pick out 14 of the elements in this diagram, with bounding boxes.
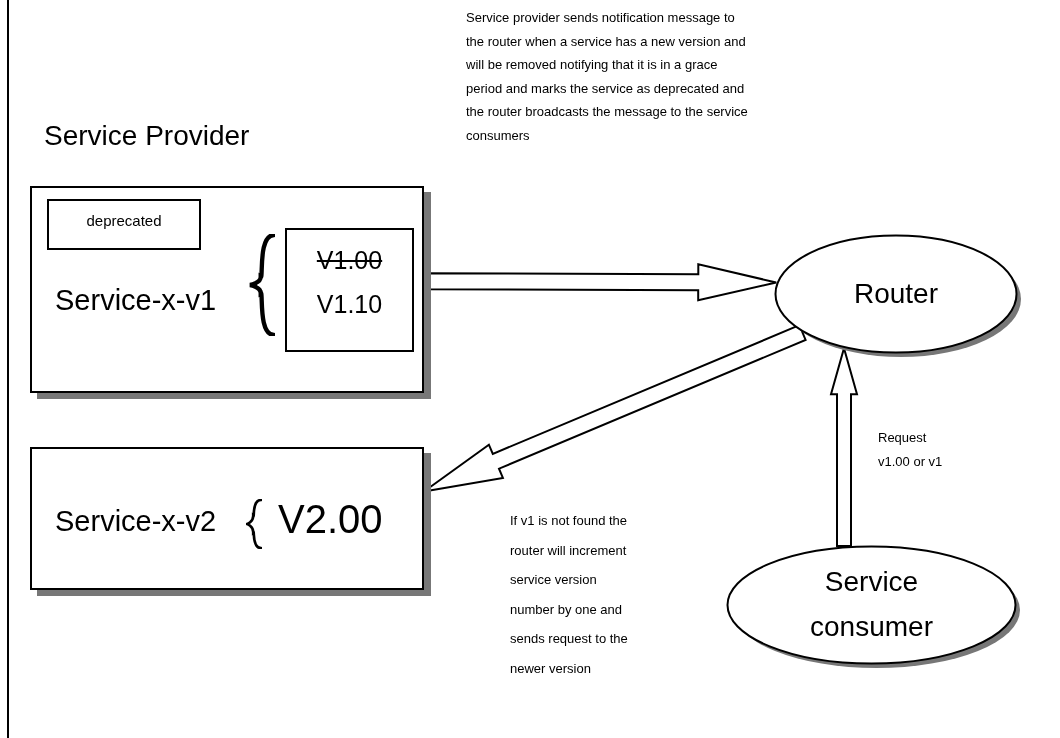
rect-node [285,228,414,352]
node-label: Router [853,276,938,311]
service-name: Service-x-v1 [55,286,217,315]
version-text: V1.00 [315,248,384,273]
rect-node [47,199,201,250]
group-heading: Service Provider [44,122,250,150]
version-text: V2.00 [278,499,383,539]
node-label: Service consumer [809,565,934,644]
service-name: Service-x-v2 [55,507,217,536]
note-text: Service provider sends notification message to the router when a service has a new version and will be removed notifying that it is in a grace period and marks the service as deprecated and the router broadcasts the message to the service consumers [466,9,749,145]
note-text: Request v1.00 or v1 [878,429,944,471]
note-text: If v1 is not found the router will increment service version number by one and sends request to the newer version [510,512,629,678]
status-text: deprecated [85,213,163,228]
version-text: V1.10 [315,292,384,317]
